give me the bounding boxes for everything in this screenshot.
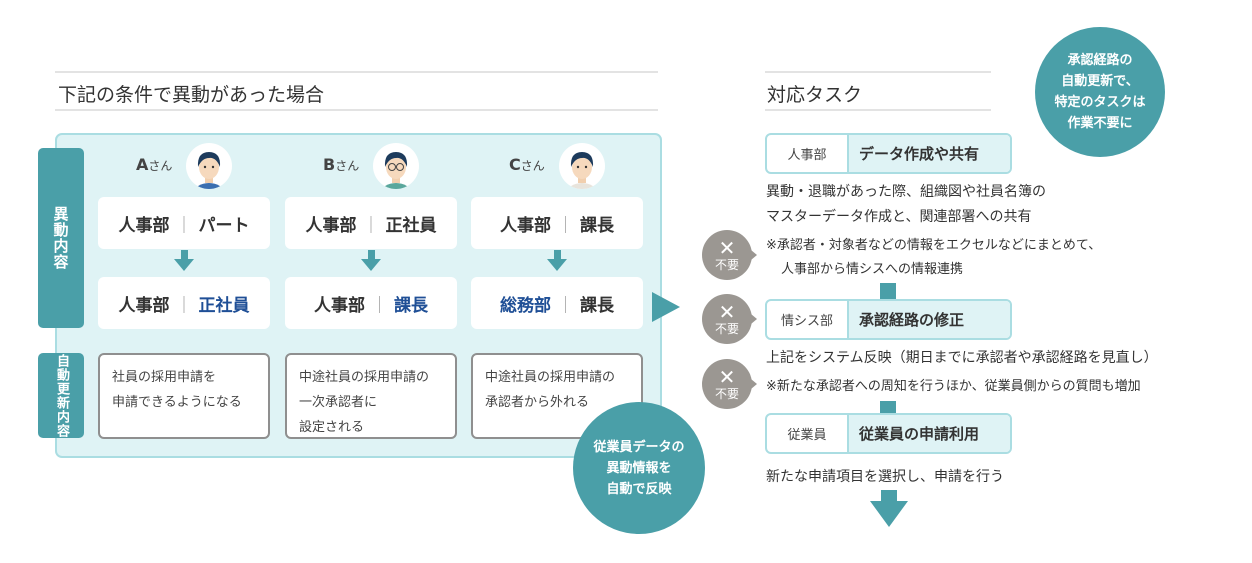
arrow-stem (554, 250, 561, 260)
task-name: データ作成や共有 (849, 135, 1010, 172)
task-note: 人事部から情シスへの情報連携 (781, 262, 964, 277)
task-owner: 情シス部 (767, 301, 849, 338)
avatar (373, 143, 419, 189)
task-desc: 上記をシステム反映（期日までに承認者や承認経路を見直し） (766, 350, 1158, 366)
badge-line: 自動更新で、 (1061, 74, 1139, 89)
task-desc: マスターデータ作成と、関連部署への共有 (766, 209, 1032, 225)
not-needed-label: 不要 (714, 258, 739, 272)
after-position: 人事部｜正社員 (98, 277, 270, 329)
task-note: ※新たな承認者への周知を行うほか、従業員側からの質問も増加 (766, 379, 1141, 394)
x-icon: ✕ (718, 365, 736, 389)
person-name: Aさん (136, 155, 173, 174)
not-needed-badge: ✕不要 (702, 230, 757, 280)
before-position: 人事部｜課長 (471, 197, 643, 249)
after-position: 人事部｜課長 (285, 277, 457, 329)
not-needed-label: 不要 (714, 387, 739, 401)
divider (55, 109, 658, 111)
down-arrow-icon (361, 259, 381, 271)
x-icon: ✕ (718, 300, 736, 324)
connector (880, 283, 896, 300)
auto-update-badge: 承認経路の 自動更新で、 特定のタスクは 作業不要に (1035, 27, 1165, 157)
auto-update-line: 社員の採用申請を (112, 370, 217, 385)
before-position: 人事部｜パート (98, 197, 270, 249)
task-employee-apply: 従業員 従業員の申請利用 (765, 413, 1012, 454)
before-position: 人事部｜正社員 (285, 197, 457, 249)
divider (765, 71, 991, 73)
down-arrow-icon (870, 501, 908, 527)
auto-update-line: 設定される (299, 420, 365, 435)
badge-line: 作業不要に (1067, 116, 1133, 131)
badge-line: 承認経路の (1067, 53, 1133, 68)
badge-line: 異動情報を (606, 460, 672, 476)
badge-line: 特定のタスクは (1054, 95, 1146, 110)
badge-line: 従業員データの (593, 439, 685, 455)
x-icon: ✕ (718, 236, 736, 260)
connector (880, 401, 896, 414)
right-arrow-icon (652, 292, 680, 322)
auto-reflect-badge: 従業員データの 異動情報を 自動で反映 (573, 402, 705, 534)
task-desc: 新たな申請項目を選択し、申請を行う (766, 469, 1004, 485)
task-owner: 従業員 (767, 415, 849, 452)
task-name: 承認経路の修正 (849, 301, 1010, 338)
person-name: Cさん (509, 155, 545, 174)
right-title: 対応タスク (767, 84, 863, 106)
badge-line: 自動で反映 (606, 481, 672, 497)
arrow-stem (181, 250, 188, 260)
auto-update-line: 中途社員の採用申請の (299, 370, 430, 385)
task-note: ※承認者・対象者などの情報をエクセルなどにまとめて、 (766, 238, 1102, 253)
divider (765, 109, 991, 111)
down-arrow-icon (547, 259, 567, 271)
after-position: 総務部｜課長 (471, 277, 643, 329)
task-hr-data: 人事部 データ作成や共有 (765, 133, 1012, 174)
auto-update-box: 社員の採用申請を申請できるようになる (98, 353, 270, 439)
auto-update-box: 中途社員の採用申請の一次承認者に設定される (285, 353, 457, 439)
side-label-auto-update: 自動更新内容 (38, 353, 84, 438)
side-label-change: 異動内容 (38, 148, 84, 328)
connector (881, 490, 897, 502)
not-needed-badge: ✕不要 (702, 294, 757, 344)
task-desc: 異動・退職があった際、組織図や社員名簿の (766, 184, 1046, 200)
arrow-stem (368, 250, 375, 260)
avatar (559, 143, 605, 189)
task-name: 従業員の申請利用 (849, 415, 1010, 452)
left-title: 下記の条件で異動があった場合 (58, 84, 325, 106)
down-arrow-icon (174, 259, 194, 271)
not-needed-badge: ✕不要 (702, 359, 757, 409)
avatar (186, 143, 232, 189)
person-name: Bさん (323, 155, 360, 174)
auto-update-line: 一次承認者に (299, 395, 378, 410)
divider (55, 71, 658, 73)
auto-update-line: 申請できるようになる (112, 395, 242, 410)
auto-update-line: 承認者から外れる (485, 395, 590, 410)
task-owner: 人事部 (767, 135, 849, 172)
auto-update-line: 中途社員の採用申請の (485, 370, 616, 385)
not-needed-label: 不要 (714, 322, 739, 336)
task-it-route: 情シス部 承認経路の修正 (765, 299, 1012, 340)
